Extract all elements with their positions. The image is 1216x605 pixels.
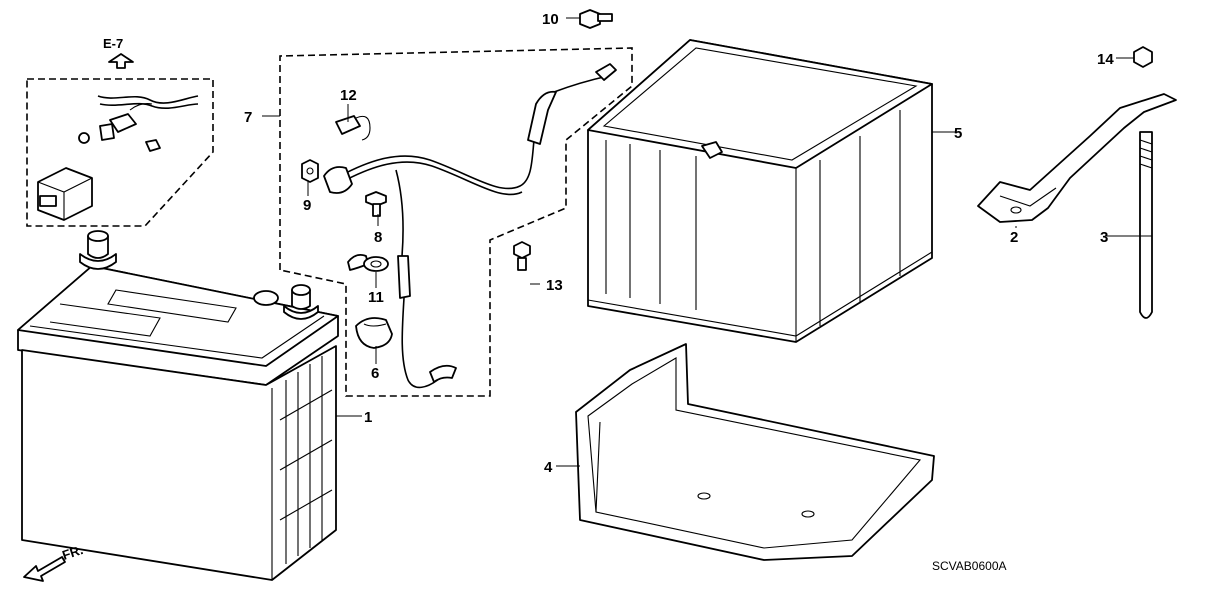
leader-lines <box>262 17 1152 467</box>
reference-label[interactable]: E-7 <box>103 36 123 51</box>
callout-14[interactable]: 14 <box>1097 51 1114 68</box>
battery-terminal-positive <box>283 284 319 320</box>
reference-arrow-icon <box>108 53 134 69</box>
hold-down-rod <box>1139 131 1153 319</box>
callout-2[interactable]: 2 <box>1010 229 1018 246</box>
inset-detail: E-7 <box>26 36 214 227</box>
clip-11 <box>347 253 389 272</box>
bolt-8 <box>365 191 387 217</box>
battery-box <box>587 39 933 343</box>
front-direction-indicator: FR. <box>23 542 85 582</box>
terminal-cover-6 <box>355 317 393 349</box>
cable-group-box <box>279 47 633 397</box>
battery-tray <box>575 343 935 561</box>
callout-3[interactable]: 3 <box>1100 229 1108 246</box>
nut-14 <box>1133 46 1153 68</box>
callouts: 1 2 3 4 5 6 7 8 9 10 11 12 13 14 <box>244 11 1114 476</box>
callout-9[interactable]: 9 <box>303 197 311 214</box>
front-arrow-icon <box>23 556 66 582</box>
battery-cable-assembly <box>323 63 617 389</box>
front-label: FR. <box>60 542 85 563</box>
clamp-12 <box>335 115 371 141</box>
nut-9 <box>301 159 319 183</box>
bolt-13 <box>513 241 531 271</box>
callout-11[interactable]: 11 <box>368 289 384 306</box>
callout-6[interactable]: 6 <box>371 365 379 382</box>
callout-5[interactable]: 5 <box>954 125 962 142</box>
callout-4[interactable]: 4 <box>544 459 553 476</box>
callout-1[interactable]: 1 <box>364 409 372 426</box>
callout-13[interactable]: 13 <box>546 277 563 294</box>
battery-hold-down-bracket <box>977 93 1177 223</box>
battery-terminal-negative <box>79 230 117 270</box>
callout-8[interactable]: 8 <box>374 229 382 246</box>
callout-10[interactable]: 10 <box>542 11 559 28</box>
diagram-code: SCVAB0600A <box>932 559 1007 573</box>
callout-12[interactable]: 12 <box>340 87 357 104</box>
battery <box>17 230 339 581</box>
bolt-10 <box>579 9 613 29</box>
callout-7[interactable]: 7 <box>244 109 252 126</box>
